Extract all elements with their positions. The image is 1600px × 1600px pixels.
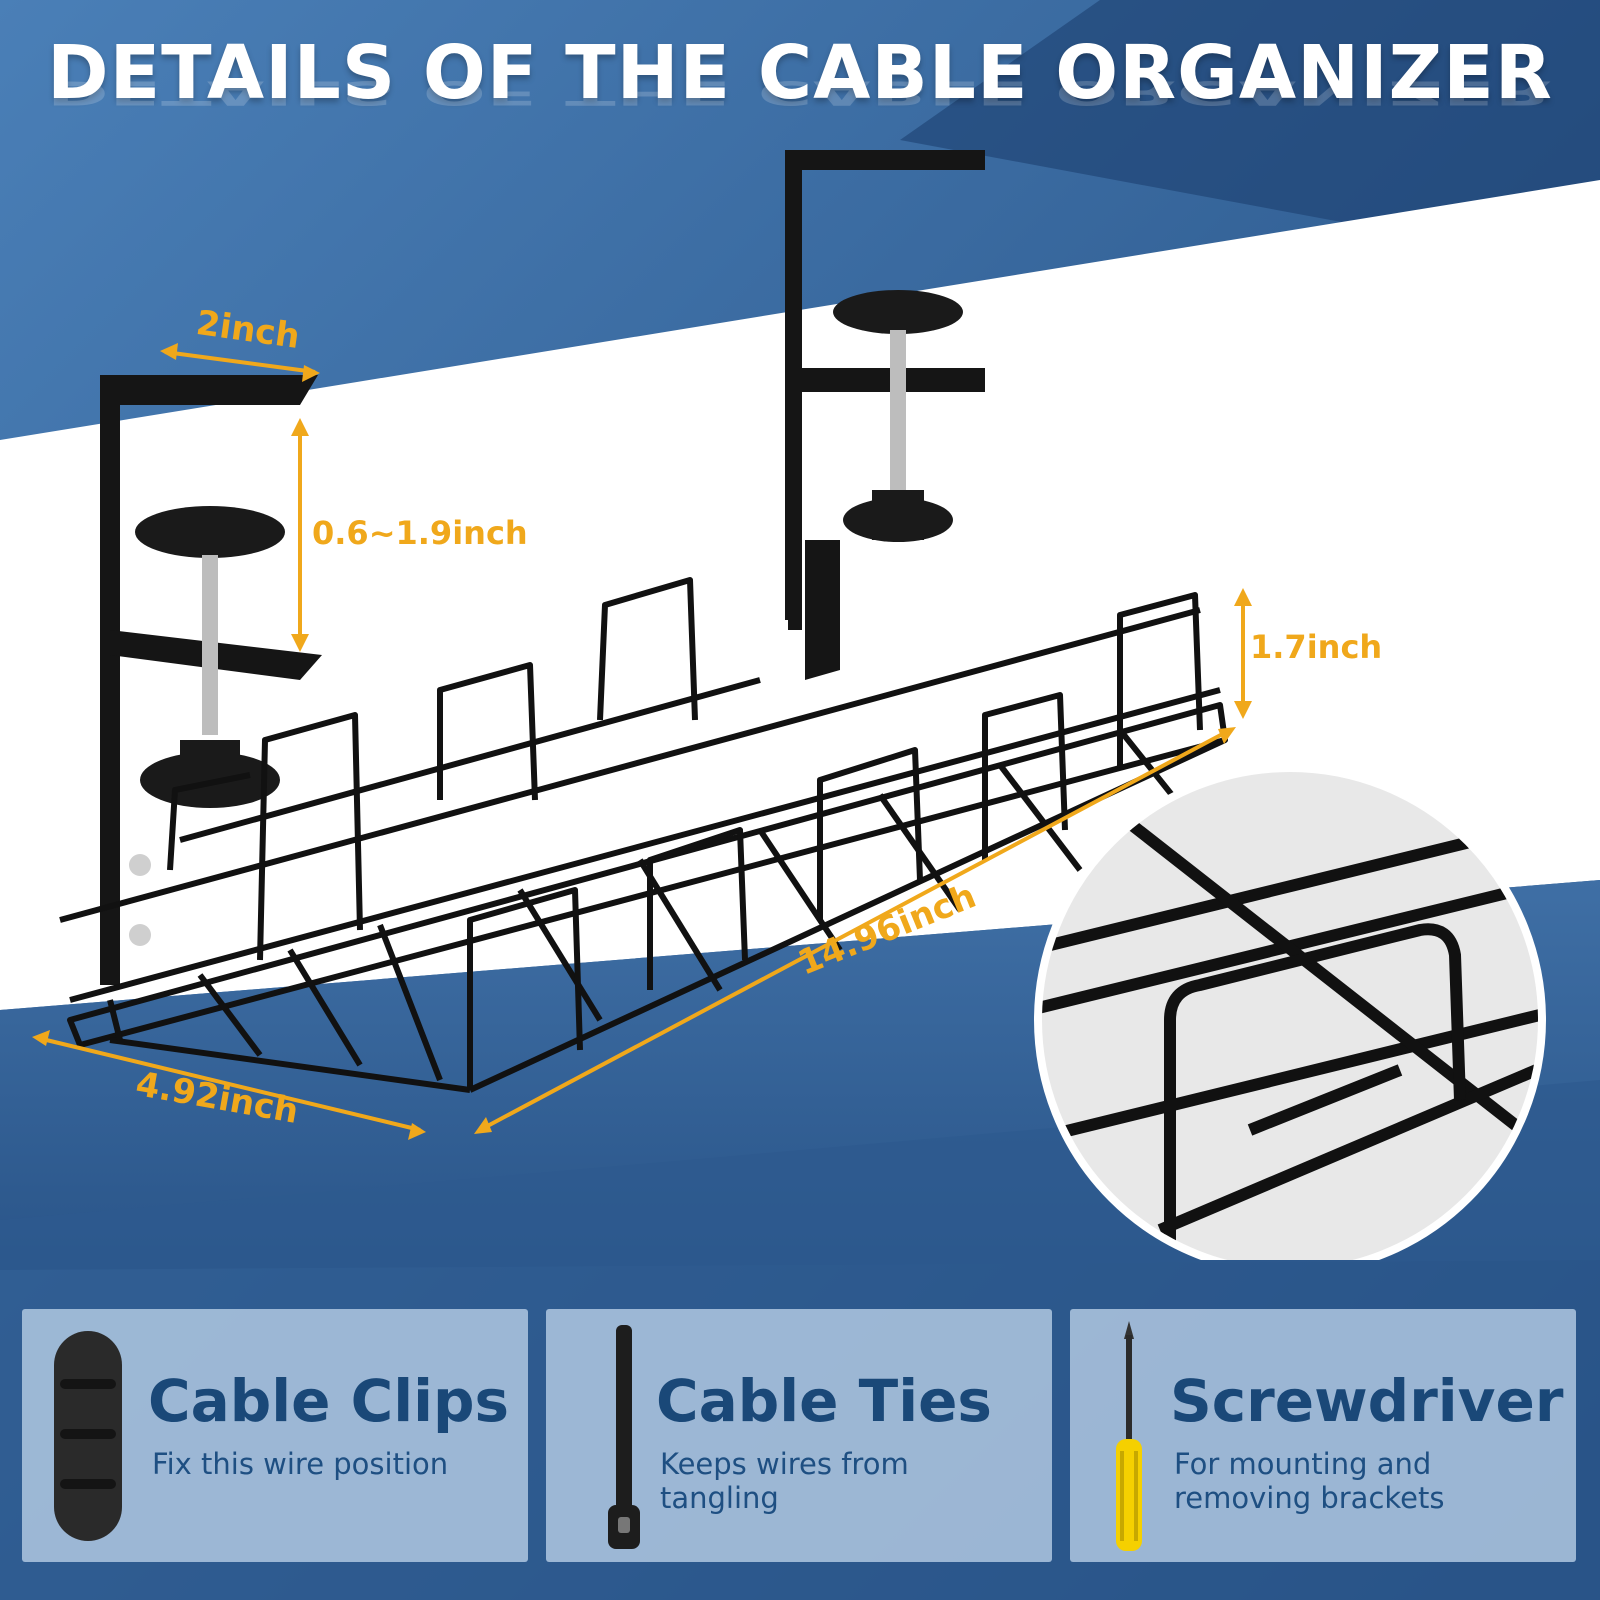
accessory-description: Keeps wires from tangling [660,1447,909,1515]
cable-tray-illustration [32,150,1546,1260]
clamp-range-label: 0.6~1.9inch [312,514,528,552]
cable-clip-icon [54,1331,122,1541]
tray-height-label: 1.7inch [1250,628,1383,666]
left-clamp-pad [135,506,285,558]
accessory-card-screwdriver: Screwdriver For mounting and removing br… [1070,1309,1576,1562]
screwdriver-icon [1116,1321,1142,1551]
cable-tie-icon [608,1325,640,1549]
page-title: DETAILS OF THE CABLE ORGANIZER [47,30,1553,116]
accessory-title: Cable Ties [656,1367,992,1435]
right-bracket [785,150,985,680]
accessory-title: Cable Clips [148,1367,509,1435]
right-clamp-pad [833,290,963,334]
accessory-description: Fix this wire position [152,1447,449,1481]
accessory-title: Screwdriver [1170,1367,1564,1435]
accessory-card-cable-ties: Cable Ties Keeps wires from tangling [546,1309,1052,1562]
wire-basket [59,577,1228,1093]
mesh-detail-zoom [1034,764,1546,1260]
accessory-card-cable-clips: Cable Clips Fix this wire position [22,1309,528,1562]
accessory-description: For mounting and removing brackets [1174,1447,1445,1515]
dimension-arrows [32,343,1252,1140]
